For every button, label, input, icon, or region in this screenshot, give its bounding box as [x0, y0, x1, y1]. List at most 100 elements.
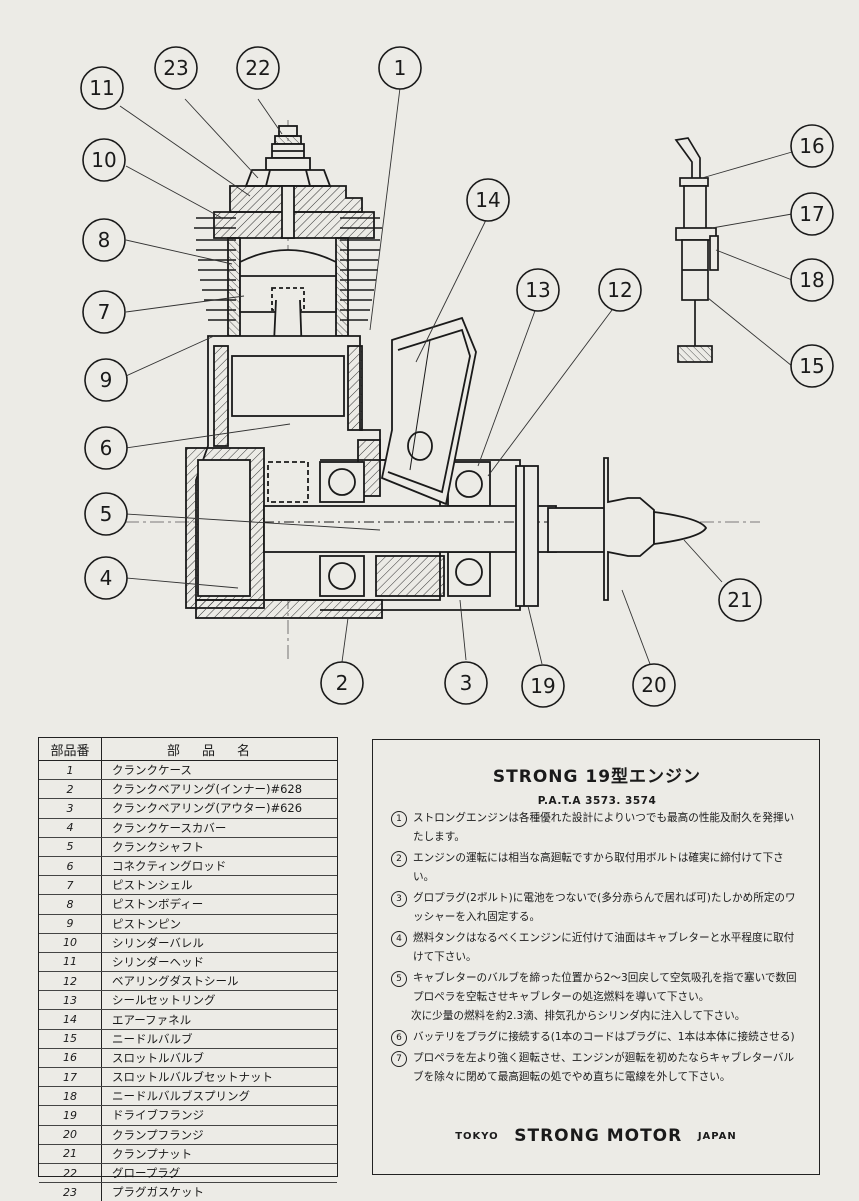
part-number: 9: [39, 914, 102, 933]
parts-table: 部品番 部品名 1 クランクケース 2 クランクベアリング(インナー)#628 3 クラン…: [38, 737, 338, 1201]
callout-15: 15: [790, 344, 834, 388]
part-name: ニードルバルブスプリング: [112, 1089, 250, 1104]
instruction-item: 6 バッテリをプラグに接続する(1本のコードはプラグに、1本は本体に接続させる): [391, 1028, 803, 1047]
manufacturer-footer: TOKYO STRONG MOTOR JAPAN: [373, 1126, 819, 1146]
callout-22: 22: [236, 46, 280, 90]
part-number: 7: [39, 876, 102, 895]
instruction-item: 2 エンジンの運転には相当な高廻転ですから取付用ボルトは確実に締付けて下さい。: [391, 849, 803, 887]
part-number: 2: [39, 780, 102, 799]
svg-text:11: 11: [89, 76, 114, 100]
part-number: 18: [39, 1087, 102, 1106]
part-name: コネクティングロッド: [112, 859, 227, 874]
callout-2: 2: [320, 661, 364, 705]
callout-13: 13: [516, 268, 560, 312]
svg-text:3: 3: [460, 671, 473, 695]
svg-text:12: 12: [607, 278, 632, 302]
svg-text:19: 19: [530, 674, 555, 698]
part-name: クランプフランジ: [112, 1127, 204, 1142]
svg-text:10: 10: [91, 148, 116, 172]
part-name: シリンダーヘッド: [112, 954, 204, 969]
table-row: 15 ニードルバルブ: [39, 1029, 337, 1049]
part-name: ベアリングダストシール: [112, 974, 239, 989]
part-number: 11: [39, 952, 102, 972]
callout-12: 12: [598, 268, 642, 312]
instruction-extra: 次に少量の燃料を約2.3滴、排気孔からシリンダ内に注入して下さい。: [411, 1010, 746, 1022]
instruction-text: グロプラグ(2ボルト)に電池をつないで(多分赤らんで居れば可)たしかめ所定のワッ…: [413, 892, 796, 923]
svg-text:18: 18: [799, 268, 824, 292]
callout-23: 23: [154, 46, 198, 90]
svg-text:23: 23: [163, 56, 188, 80]
svg-text:6: 6: [100, 436, 113, 460]
instruction-text: 燃料タンクはなるべくエンジンに近付けて油面はキャブレターと水平程度に取付けて下さ…: [413, 932, 795, 963]
instruction-text: ストロングエンジンは各種優れた設計によりいつでも最高の性能及耐久を発揮いたします…: [413, 812, 795, 843]
svg-text:9: 9: [100, 368, 113, 392]
callout-19: 19: [521, 664, 565, 708]
part-number: 22: [39, 1163, 102, 1183]
part-name: ピストンシェル: [112, 878, 193, 893]
instruction-item: 3 グロプラグ(2ボルト)に電池をつないで(多分赤らんで居れば可)たしかめ所定のワ…: [391, 889, 803, 927]
part-number: 19: [39, 1106, 102, 1125]
part-name: クランクベアリング(インナー)#628: [112, 782, 303, 797]
callout-18: 18: [790, 258, 834, 302]
part-number: 14: [39, 1010, 102, 1029]
leader-lines: [119, 87, 793, 665]
header-part-name: 部品名: [166, 743, 272, 759]
table-row: 7 ピストンシェル: [39, 876, 337, 896]
part-name: ドライブフランジ: [112, 1108, 204, 1123]
table-row: 18 ニードルバルブスプリング: [39, 1087, 337, 1107]
engine-section: [185, 125, 708, 619]
part-number: 3: [39, 799, 102, 818]
patent-number: P.A.T.A 3573. 3574: [537, 795, 657, 807]
table-row: 3 クランクベアリング(アウター)#626: [39, 799, 337, 819]
part-name: クランクケース: [112, 763, 192, 778]
table-row: 6 コネクティングロッド: [39, 856, 337, 877]
part-number: 5: [39, 837, 102, 856]
callout-6: 6: [84, 426, 128, 470]
notes-title: STRONG 19型エンジン: [492, 767, 702, 787]
part-name: ニードルバルブ: [112, 1031, 193, 1046]
callout-16: 16: [790, 124, 834, 168]
part-name: クランクシャフト: [112, 839, 204, 854]
part-name: ピストンボディー: [112, 897, 204, 912]
header-part-number: 部品番: [39, 738, 102, 760]
part-name: クランクケースカバー: [112, 820, 227, 835]
svg-text:17: 17: [799, 202, 824, 226]
part-number: 15: [39, 1029, 102, 1048]
svg-text:8: 8: [98, 228, 111, 252]
instruction-number: 6: [391, 1030, 407, 1046]
svg-text:13: 13: [525, 278, 550, 302]
instruction-text: エンジンの運転には相当な高廻転ですから取付用ボルトは確実に締付けて下さい。: [413, 852, 784, 883]
svg-text:1: 1: [394, 56, 407, 80]
svg-text:4: 4: [100, 566, 113, 590]
part-number: 6: [39, 856, 102, 876]
svg-text:20: 20: [641, 673, 666, 697]
part-name: クランクベアリング(アウター)#626: [112, 801, 303, 816]
instruction-text: バッテリをプラグに接続する(1本のコードはプラグに、1本は本体に接続させる): [413, 1031, 795, 1043]
callout-1: 1: [378, 46, 422, 90]
instruction-number: 2: [391, 851, 407, 867]
callout-8: 8: [82, 218, 126, 262]
instruction-number: 3: [391, 891, 407, 907]
part-number: 1: [39, 761, 102, 780]
instruction-number: 4: [391, 931, 407, 947]
part-name: スロットルバルブ: [112, 1050, 204, 1065]
table-row: 2 クランクベアリング(インナー)#628: [39, 780, 337, 800]
callout-20: 20: [632, 663, 676, 707]
svg-text:7: 7: [98, 300, 111, 324]
instruction-number: 5: [391, 971, 407, 987]
part-name: スロットルバルブセットナット: [112, 1070, 273, 1085]
part-number: 23: [39, 1183, 102, 1201]
callout-11: 11: [80, 66, 124, 110]
